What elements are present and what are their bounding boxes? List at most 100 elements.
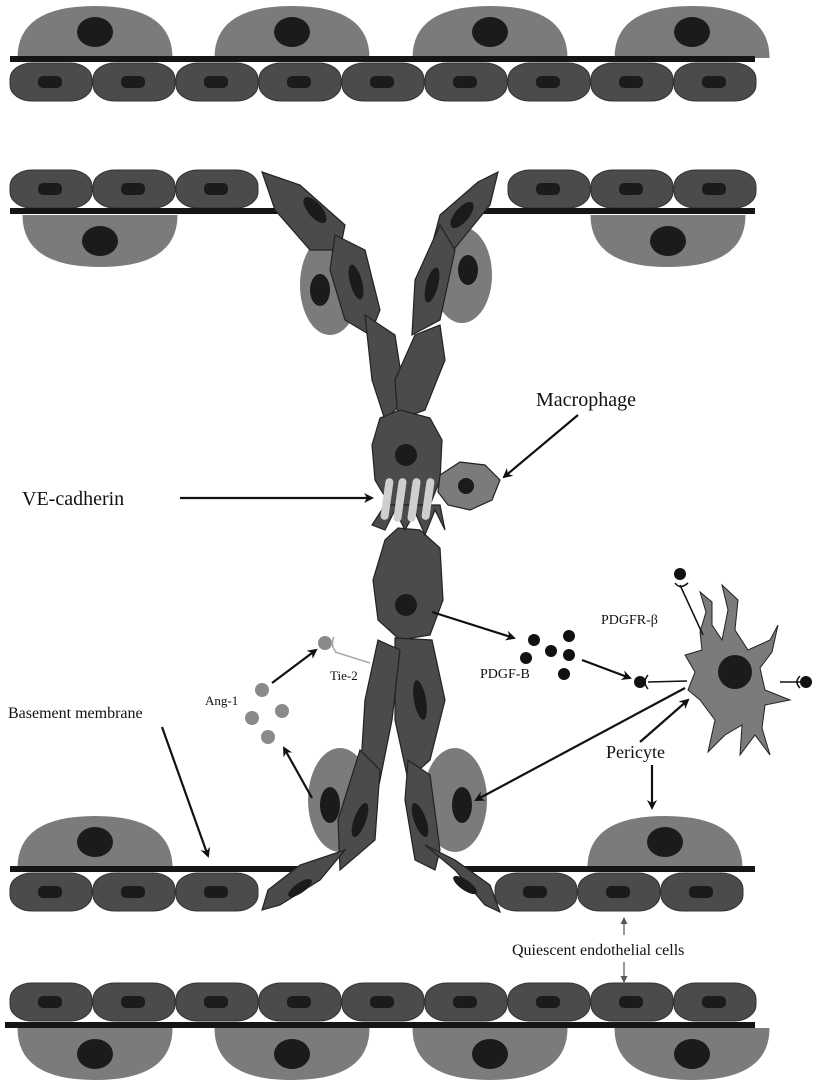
ve-cadherin-bar: [393, 478, 407, 522]
label-pdgf-b: PDGF-B: [480, 667, 530, 682]
ve-cadherin-bar: [407, 478, 421, 522]
ang-1-molecules: [245, 636, 332, 744]
arrow-pericyte-label: [639, 698, 690, 743]
nucleus: [320, 787, 340, 823]
endothelial-nucleus: [121, 996, 145, 1008]
ang-1-dot: [245, 711, 259, 725]
endothelial-nucleus: [453, 76, 477, 88]
basement-membrane: [5, 1022, 755, 1028]
endothelial-tip-cell: [372, 527, 444, 641]
bound-pdgf-b: [800, 676, 812, 688]
tie-2-stalk: [334, 651, 371, 664]
endothelial-stalk-cell: [364, 313, 406, 422]
pericyte-nucleus: [274, 1039, 310, 1069]
nucleus: [413, 680, 427, 720]
pericyte-nucleus: [674, 1039, 710, 1069]
endothelial-nucleus: [453, 996, 477, 1008]
endothelial-nucleus: [38, 183, 62, 195]
endothelial-nucleus: [619, 996, 643, 1008]
pericyte-nucleus: [77, 827, 113, 857]
ang-1-dot: [255, 683, 269, 697]
basement-membrane: [10, 866, 300, 872]
label-ve-cadherin: VE-cadherin: [22, 488, 124, 510]
basement-membrane: [462, 866, 755, 872]
pericyte-nucleus: [647, 827, 683, 857]
nucleus: [351, 802, 369, 838]
endothelial-nucleus: [702, 76, 726, 88]
endothelial-nucleus: [689, 886, 713, 898]
cell-layers: [5, 6, 770, 1080]
nucleus: [450, 201, 474, 229]
endothelial-stalk-cell: [394, 324, 446, 421]
arrow-pdgf-b-release: [431, 610, 516, 641]
label-macrophage: Macrophage: [536, 389, 636, 411]
nucleus: [310, 274, 330, 306]
endothelial-nucleus: [287, 76, 311, 88]
label-tie-2: Tie-2: [330, 668, 358, 683]
pericyte-nucleus: [718, 655, 752, 689]
endothelial-nucleus: [536, 996, 560, 1008]
ang-1-dot: [275, 704, 289, 718]
nucleus: [458, 255, 478, 285]
nucleus: [395, 444, 417, 466]
tie-2-cup: [331, 636, 337, 653]
pdgf-b-dot: [545, 645, 557, 657]
pdgf-b-dot: [558, 668, 570, 680]
ang-1-dot: [261, 730, 275, 744]
bound-pdgf-b: [634, 676, 646, 688]
label-ang-1: Ang-1: [205, 693, 238, 708]
receptor-cup: [796, 675, 801, 689]
receptor-stalk: [647, 680, 688, 683]
nucleus: [424, 267, 440, 303]
pericyte-nucleus: [82, 226, 118, 256]
label-pdgfr-beta: PDGFR-β: [601, 613, 658, 628]
basement-membrane: [10, 208, 292, 214]
arrow-macrophage: [502, 414, 579, 479]
pdgf-b-molecules: [520, 630, 575, 680]
endothelial-nucleus: [606, 886, 630, 898]
pericyte-nucleus: [274, 17, 310, 47]
nucleus: [395, 594, 417, 616]
pdgf-b-dot: [563, 630, 575, 642]
endothelial-nucleus: [204, 996, 228, 1008]
endothelial-nucleus: [619, 183, 643, 195]
pericyte-nucleus: [77, 1039, 113, 1069]
ve-cadherin-junctions: [380, 478, 435, 522]
endothelial-nucleus: [38, 886, 62, 898]
sprout-nuclei: [288, 196, 477, 898]
pdgf-b-dot: [563, 649, 575, 661]
endothelial-nucleus: [204, 886, 228, 898]
nucleus: [348, 264, 364, 300]
endothelial-nucleus: [287, 996, 311, 1008]
pdgf-b-dot: [528, 634, 540, 646]
nucleus: [453, 875, 477, 895]
receptor-cup: [674, 582, 689, 588]
endothelial-nucleus: [536, 183, 560, 195]
endothelial-nucleus: [536, 76, 560, 88]
basement-membrane: [470, 208, 755, 214]
endothelial-nucleus: [370, 76, 394, 88]
endothelial-nucleus: [38, 76, 62, 88]
endothelial-nucleus: [619, 76, 643, 88]
endothelial-nucleus: [121, 76, 145, 88]
ve-cadherin-bar: [380, 478, 394, 520]
pericyte-nucleus: [77, 17, 113, 47]
endothelial-nucleus: [204, 183, 228, 195]
arrow-pericyte-recruitment: [474, 687, 686, 801]
nucleus: [303, 196, 327, 224]
pdgf-b-dot: [520, 652, 532, 664]
ang-1-bound: [318, 636, 332, 650]
basement-membrane: [10, 56, 755, 62]
endothelial-nucleus: [702, 996, 726, 1008]
arrow-pdgf-b-to-receptor: [581, 658, 632, 680]
endothelial-nucleus: [370, 996, 394, 1008]
endothelial-nucleus: [121, 886, 145, 898]
nucleus: [288, 878, 312, 898]
tie-2-receptor: [331, 636, 371, 664]
label-quiescent-endothelial-cells: Quiescent endothelial cells: [512, 942, 684, 959]
pericyte-nucleus: [472, 17, 508, 47]
label-pericyte: Pericyte: [606, 742, 665, 762]
endothelial-nucleus: [38, 996, 62, 1008]
endothelial-nucleus: [121, 183, 145, 195]
